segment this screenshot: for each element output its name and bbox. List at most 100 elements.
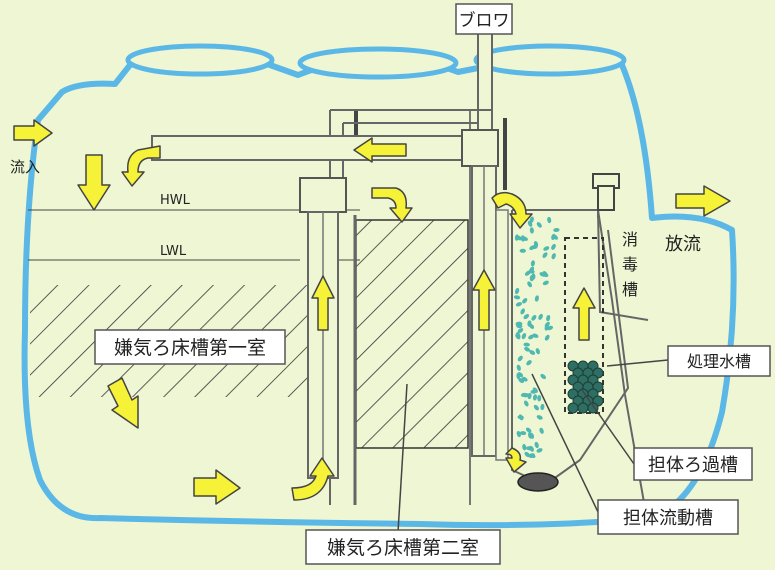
- transfer-pipe-top: [151, 135, 463, 161]
- pipe-arrow-left: [353, 137, 407, 163]
- media-dot: [523, 314, 530, 320]
- media-dot: [542, 271, 548, 277]
- media-dot: [519, 248, 526, 253]
- media-dot: [525, 427, 532, 433]
- media-dot: [538, 313, 543, 320]
- curve-arrow-up-bottom: [291, 457, 335, 501]
- media-dot: [516, 364, 521, 371]
- chamber1-label-box: [94, 329, 286, 365]
- media-dot: [534, 441, 539, 449]
- media-dot: [518, 378, 525, 383]
- media-dot: [516, 430, 521, 438]
- media-dot: [529, 445, 534, 452]
- outflow-arrow: [675, 185, 731, 217]
- media-dot: [529, 432, 535, 439]
- manhole-1: [125, 43, 275, 77]
- media-dot: [514, 287, 520, 295]
- media-dot: [546, 325, 554, 331]
- up-arrow-left-riser: [311, 275, 335, 331]
- chamber2-label-box: [305, 529, 501, 565]
- inflow-label: 流入: [10, 158, 40, 176]
- chamber1-label: 嫌気ろ床槽第一室: [114, 337, 266, 359]
- diagonal-arrow: [107, 377, 139, 429]
- inflow-arrow: [13, 119, 53, 147]
- blower-pipe: [477, 29, 493, 141]
- manhole-3: [473, 43, 627, 77]
- chamber2-label: 嫌気ろ床槽第二室: [327, 537, 479, 559]
- media-dot: [524, 346, 531, 352]
- media-dot: [522, 298, 528, 304]
- media-dot: [536, 222, 542, 228]
- media-dot: [527, 320, 532, 327]
- media-dot: [524, 400, 529, 407]
- media-dot: [539, 427, 544, 434]
- media-dot: [534, 295, 539, 302]
- disinfection-label-1: 消: [622, 230, 638, 249]
- media-dot: [529, 227, 534, 234]
- media-dot: [552, 234, 559, 240]
- media-dot: [527, 392, 532, 400]
- up-arrow-filter: [572, 287, 596, 341]
- media-dot: [529, 275, 534, 282]
- media-dot: [524, 451, 530, 458]
- media-dot: [530, 260, 535, 267]
- carrier-fluid-label: 担体流動槽: [623, 508, 713, 529]
- media-dot: [543, 246, 550, 251]
- flow-arrows: [13, 119, 731, 505]
- media-dot: [522, 444, 527, 451]
- chamber2-filter-bed: [355, 219, 469, 449]
- media-dot: [532, 394, 538, 401]
- lwl-label: LWL: [160, 244, 187, 259]
- sludge: [517, 472, 559, 492]
- treated-water-label: 処理水槽: [687, 352, 751, 371]
- media-dot: [542, 280, 549, 286]
- disinfection-label-3: 槽: [622, 280, 638, 299]
- up-arrow-right-riser: [472, 269, 496, 331]
- media-dot: [529, 245, 536, 251]
- media-dot: [528, 334, 535, 340]
- media-dot: [517, 355, 523, 362]
- media-dot: [517, 372, 524, 378]
- media-dot: [520, 308, 526, 315]
- media-dot: [518, 414, 524, 421]
- media-dot: [551, 253, 556, 260]
- filter-ball: [577, 402, 589, 414]
- media-dot: [519, 431, 527, 436]
- curve-arrow-right-riser: [491, 191, 533, 229]
- disinfection-label-2: 毒: [622, 255, 638, 274]
- media-dot: [542, 252, 548, 258]
- media-dot: [516, 235, 522, 241]
- media-dot: [544, 334, 550, 341]
- hwl-label: HWL: [160, 193, 191, 208]
- media-dot: [521, 236, 528, 241]
- media-dot: [544, 321, 550, 328]
- blower-label-box: [455, 3, 513, 35]
- media-dot: [515, 321, 522, 326]
- media-dot: [547, 216, 552, 224]
- carrier-filter-label: 担体ろ過槽: [648, 455, 738, 476]
- filter-balls: [567, 360, 604, 414]
- media-dot: [529, 216, 534, 223]
- media-dot: [536, 415, 543, 420]
- curve-arrow-bottom-right: [505, 447, 527, 473]
- down-arrow: [77, 154, 111, 211]
- media-dot: [526, 360, 532, 366]
- carrier-filter-label-box: [633, 447, 753, 481]
- media-dot: [515, 332, 521, 339]
- media-dot: [530, 389, 537, 394]
- carrier-filter-box: [564, 237, 604, 414]
- curve-arrow-chamber2: [371, 187, 413, 223]
- media-dot: [551, 243, 556, 250]
- media-dot: [517, 328, 524, 334]
- media-dot: [529, 350, 536, 355]
- media-dot: [540, 403, 545, 411]
- bottom-right-arrow: [193, 469, 241, 505]
- curve-arrow-down-left: [121, 145, 161, 187]
- media-dot: [540, 373, 546, 380]
- carrier-media: [513, 216, 560, 459]
- media-dot: [521, 333, 527, 340]
- carrier-fluid-label-box: [597, 499, 739, 535]
- media-dot: [553, 227, 560, 233]
